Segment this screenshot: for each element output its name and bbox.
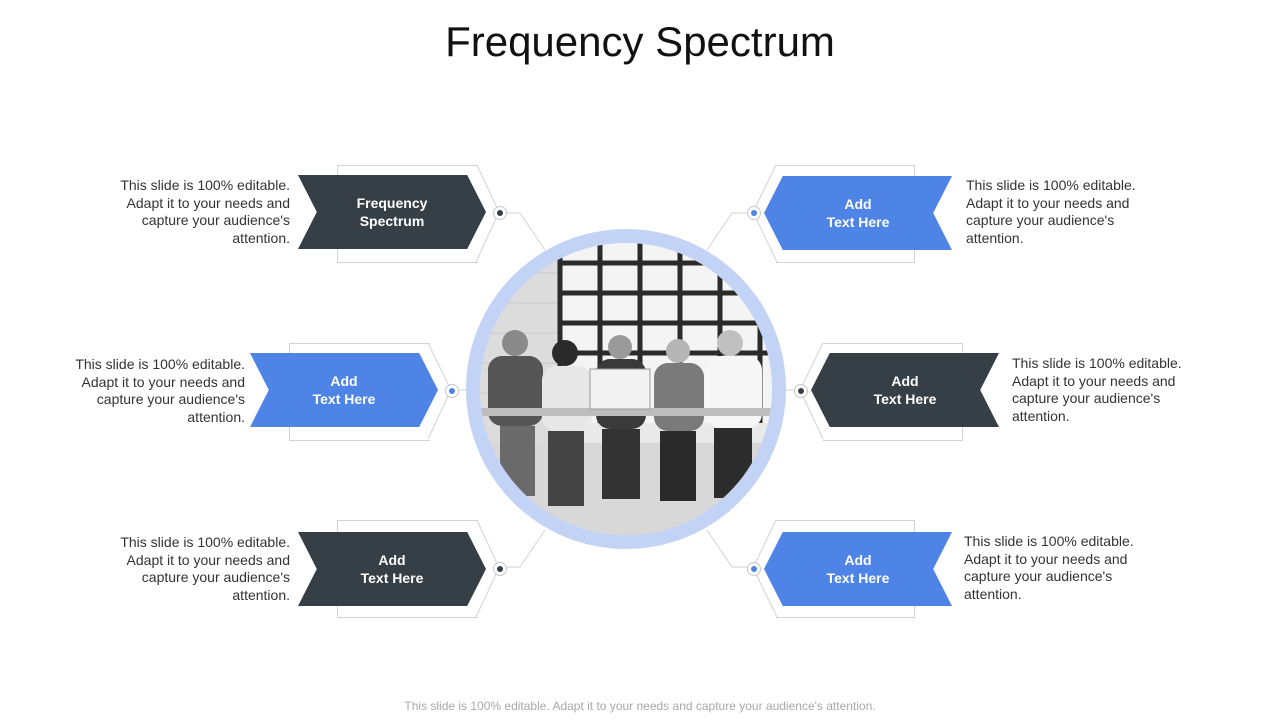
item-banner-1[interactable]: Frequency Spectrum bbox=[298, 175, 486, 249]
connector-dot-1 bbox=[493, 206, 507, 220]
item-description-3: This slide is 100% editable. Adapt it to… bbox=[75, 356, 245, 425]
footer-note: This slide is 100% editable. Adapt it to… bbox=[404, 699, 876, 713]
item-description-5: This slide is 100% editable. Adapt it to… bbox=[120, 534, 290, 603]
item-description-6: This slide is 100% editable. Adapt it to… bbox=[964, 533, 1134, 602]
item-banner-2[interactable]: Add Text Here bbox=[764, 176, 952, 250]
item-description-2: This slide is 100% editable. Adapt it to… bbox=[966, 177, 1136, 246]
item-banner-3[interactable]: Add Text Here bbox=[250, 353, 438, 427]
item-description-1: This slide is 100% editable. Adapt it to… bbox=[120, 177, 290, 246]
item-description-4: This slide is 100% editable. Adapt it to… bbox=[1012, 355, 1182, 424]
team-meeting-photo bbox=[480, 243, 772, 535]
item-banner-6[interactable]: Add Text Here bbox=[764, 532, 952, 606]
connector-dot-2 bbox=[747, 206, 761, 220]
team-meeting-illustration bbox=[480, 243, 772, 535]
connector-dot-3 bbox=[445, 384, 459, 398]
connector-dot-6 bbox=[747, 562, 761, 576]
slide-title: Frequency Spectrum bbox=[445, 18, 835, 65]
connector-dot-5 bbox=[493, 562, 507, 576]
item-banner-5[interactable]: Add Text Here bbox=[298, 532, 486, 606]
connector-dot-4 bbox=[794, 384, 808, 398]
item-banner-4[interactable]: Add Text Here bbox=[811, 353, 999, 427]
